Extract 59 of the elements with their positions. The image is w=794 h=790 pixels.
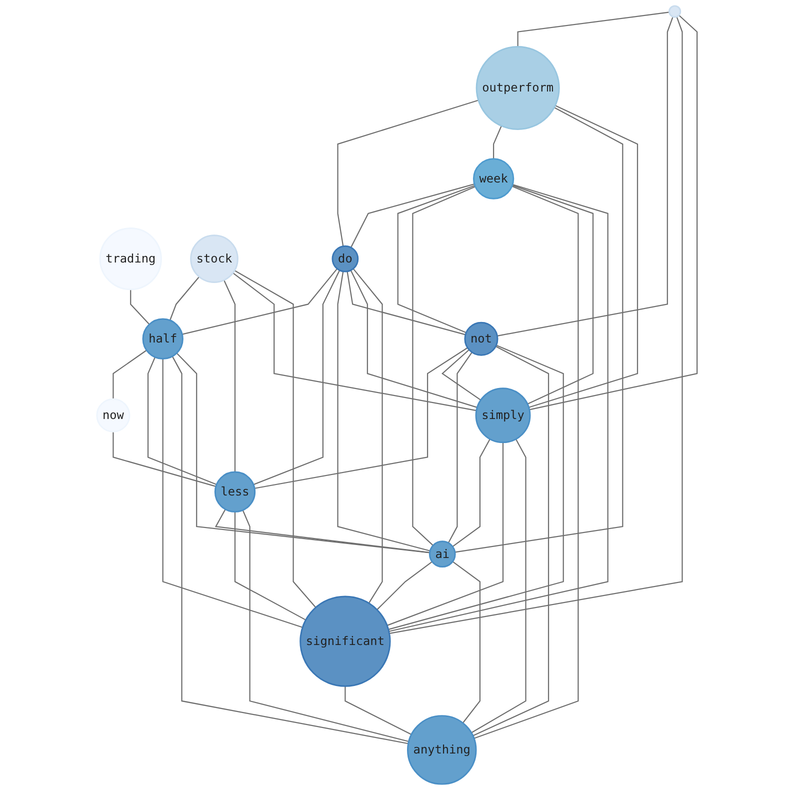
connector: [397, 185, 476, 334]
connector: [454, 106, 624, 553]
connector: [388, 344, 564, 630]
connector: [147, 356, 217, 486]
connector: [346, 271, 466, 336]
connector: [234, 512, 306, 620]
connector: [223, 280, 236, 472]
connector: [214, 508, 430, 554]
connector: [441, 349, 482, 401]
connector: [232, 272, 477, 412]
connector: [529, 14, 698, 410]
node-circle: significant: [300, 596, 391, 687]
connector: [162, 358, 303, 628]
node-circle: do: [332, 245, 359, 272]
connector: [350, 270, 478, 408]
connector: [182, 268, 338, 335]
connector: [344, 686, 412, 736]
node-circle: not: [464, 322, 498, 356]
connector: [517, 12, 670, 47]
node-circle: less: [214, 471, 256, 512]
node-circle: ai: [428, 540, 456, 568]
connector: [254, 347, 468, 489]
connector: [493, 126, 502, 159]
connector: [242, 510, 409, 742]
connector: [172, 356, 408, 744]
node-circle: outperform: [476, 46, 560, 130]
node-circle: week: [472, 158, 514, 200]
node-circle: stock: [190, 234, 238, 283]
connector: [386, 442, 504, 626]
connector: [234, 270, 316, 608]
node-circle: now: [96, 398, 130, 432]
connector: [474, 186, 579, 739]
connector: [471, 438, 526, 734]
connector: [452, 438, 490, 548]
connector: [130, 289, 150, 325]
connector: [497, 16, 674, 336]
node-circle: half: [142, 318, 184, 360]
node-circle: [668, 5, 682, 18]
connector: [389, 16, 683, 634]
connector: [176, 352, 430, 554]
connector: [412, 186, 476, 546]
connector: [472, 346, 550, 736]
connector: [388, 184, 608, 632]
connector: [376, 561, 432, 610]
connector: [337, 271, 430, 552]
connector: [112, 350, 147, 400]
connector: [253, 270, 340, 486]
connector: [452, 561, 481, 724]
node-circle: trading: [99, 228, 162, 290]
node-circle: anything: [407, 715, 477, 785]
connector: [528, 105, 638, 408]
connector: [512, 184, 594, 405]
connector: [169, 276, 200, 321]
connector: [112, 432, 216, 487]
connector: [448, 352, 472, 544]
connector: [352, 268, 383, 604]
connector: [337, 100, 479, 246]
connector: [350, 184, 475, 248]
node-circle: simply: [475, 388, 531, 444]
